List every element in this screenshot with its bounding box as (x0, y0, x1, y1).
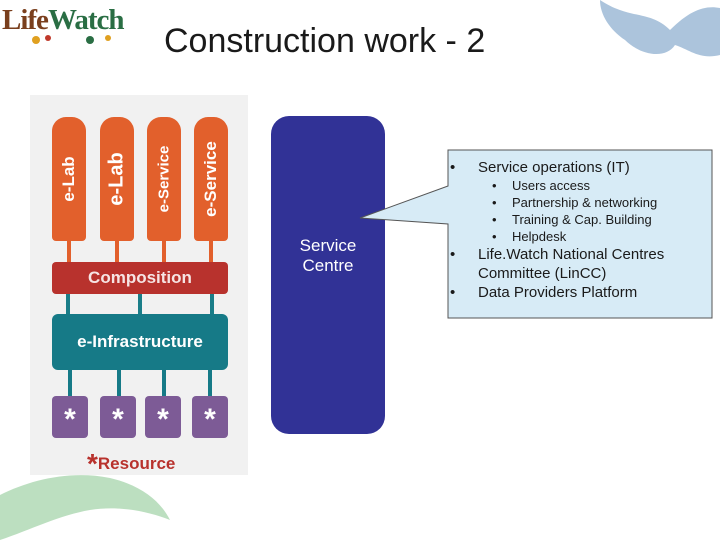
pillar-connector (162, 241, 166, 263)
pillar-elab-2: e-Lab (100, 117, 134, 263)
leaf-top-right-decoration (600, 0, 720, 57)
pillar-connector (115, 241, 119, 263)
callout-list: •Service operations (IT) •Users access •… (450, 158, 712, 302)
slide-title: Construction work - 2 (164, 22, 486, 60)
service-centre-label: Service Centre (271, 236, 385, 276)
resource-connector (162, 370, 166, 396)
lifewatch-logo: LifeWatch (0, 0, 125, 46)
resource-legend-label: Resource (97, 454, 176, 473)
resource-connector (68, 370, 72, 396)
composition-layer: Composition (52, 262, 228, 294)
pillar-eservice-1: e-Service (147, 117, 181, 263)
sub-list-item: •Helpdesk (492, 229, 567, 244)
resource-connector (117, 370, 121, 396)
pillar-label: e-Service (201, 141, 220, 217)
resource-block: * (52, 396, 88, 438)
logo-flowers-icon (32, 35, 111, 44)
pillar-connector (209, 241, 213, 263)
pillar-eservice-2: e-Service (194, 117, 228, 263)
list-item: •Life.Watch National Centres Committee (… (450, 246, 665, 282)
service-centre-line2: Centre (302, 256, 354, 275)
pillar-elab-1: e-Lab (52, 117, 86, 263)
pillar-label: e-Service (155, 145, 173, 213)
list-item: •Data Providers Platform (450, 284, 638, 301)
sub-list-item: •Partnership & networking (492, 195, 658, 210)
sub-list-item: •Users access (492, 178, 591, 193)
pillar-label: e-Lab (59, 156, 78, 202)
resource-legend: *Resource (87, 450, 175, 478)
resource-block: * (145, 396, 181, 438)
einfrastructure-layer: e-Infrastructure (52, 314, 228, 370)
layer-connector (138, 294, 142, 314)
list-item: •Service operations (IT) (450, 159, 630, 176)
resource-connector (208, 370, 212, 396)
resource-legend-symbol: * (87, 448, 98, 479)
pillar-connector (67, 241, 71, 263)
layer-connector (66, 294, 70, 314)
leaf-bottom-left-decoration (0, 475, 170, 540)
sub-list-item: •Training & Cap. Building (492, 212, 652, 227)
resource-block: * (100, 396, 136, 438)
logo-text: LifeWatch (2, 4, 124, 36)
resource-block: * (192, 396, 228, 438)
service-centre-line1: Service (299, 236, 357, 255)
layer-connector (210, 294, 214, 314)
pillar-label: e-Lab (105, 152, 128, 206)
